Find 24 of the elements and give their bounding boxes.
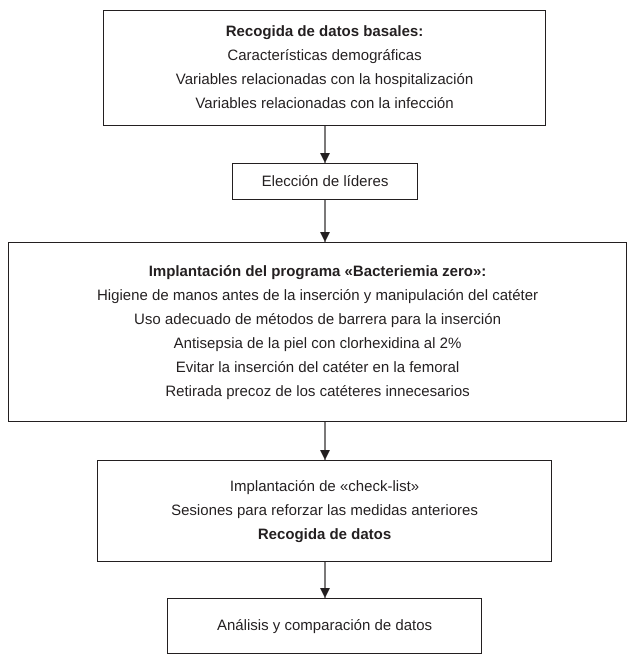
arrow — [320, 422, 330, 460]
process-box — [103, 10, 546, 126]
box-text: Implantación del programa «Bacteriemia zero»: — [148, 262, 486, 282]
box-text: Implantación de «check-list» — [230, 477, 420, 497]
box-text: Sesiones para reforzar las medidas anteriores — [171, 501, 478, 521]
arrow — [320, 562, 330, 598]
box-text: Higiene de manos antes de la inserción y manipulación del catéter — [96, 286, 538, 306]
box-text: Análisis y comparación de datos — [216, 616, 432, 636]
box-text: Uso adecuado de métodos de barrera para la inserción — [134, 310, 501, 330]
arrow — [320, 126, 330, 163]
box-text: Retirada precoz de los catéteres innecesarios — [165, 382, 470, 402]
box-text: Antisepsia de la piel con clorhexidina al 2% — [174, 334, 462, 354]
box-text: Variables relacionadas con la infección — [195, 94, 454, 114]
process-box — [97, 460, 552, 562]
box-text: Recogida de datos basales: — [226, 22, 424, 42]
box-text: Recogida de datos — [258, 525, 392, 545]
box-text: Características demográficas — [227, 46, 422, 66]
process-box — [8, 242, 627, 422]
box-text: Evitar la inserción del catéter en la femoral — [176, 358, 460, 378]
process-box — [167, 598, 482, 654]
arrow — [320, 200, 330, 242]
box-text: Elección de líderes — [262, 172, 388, 192]
process-box — [232, 163, 418, 200]
box-text: Variables relacionadas con la hospitalización — [176, 70, 474, 90]
